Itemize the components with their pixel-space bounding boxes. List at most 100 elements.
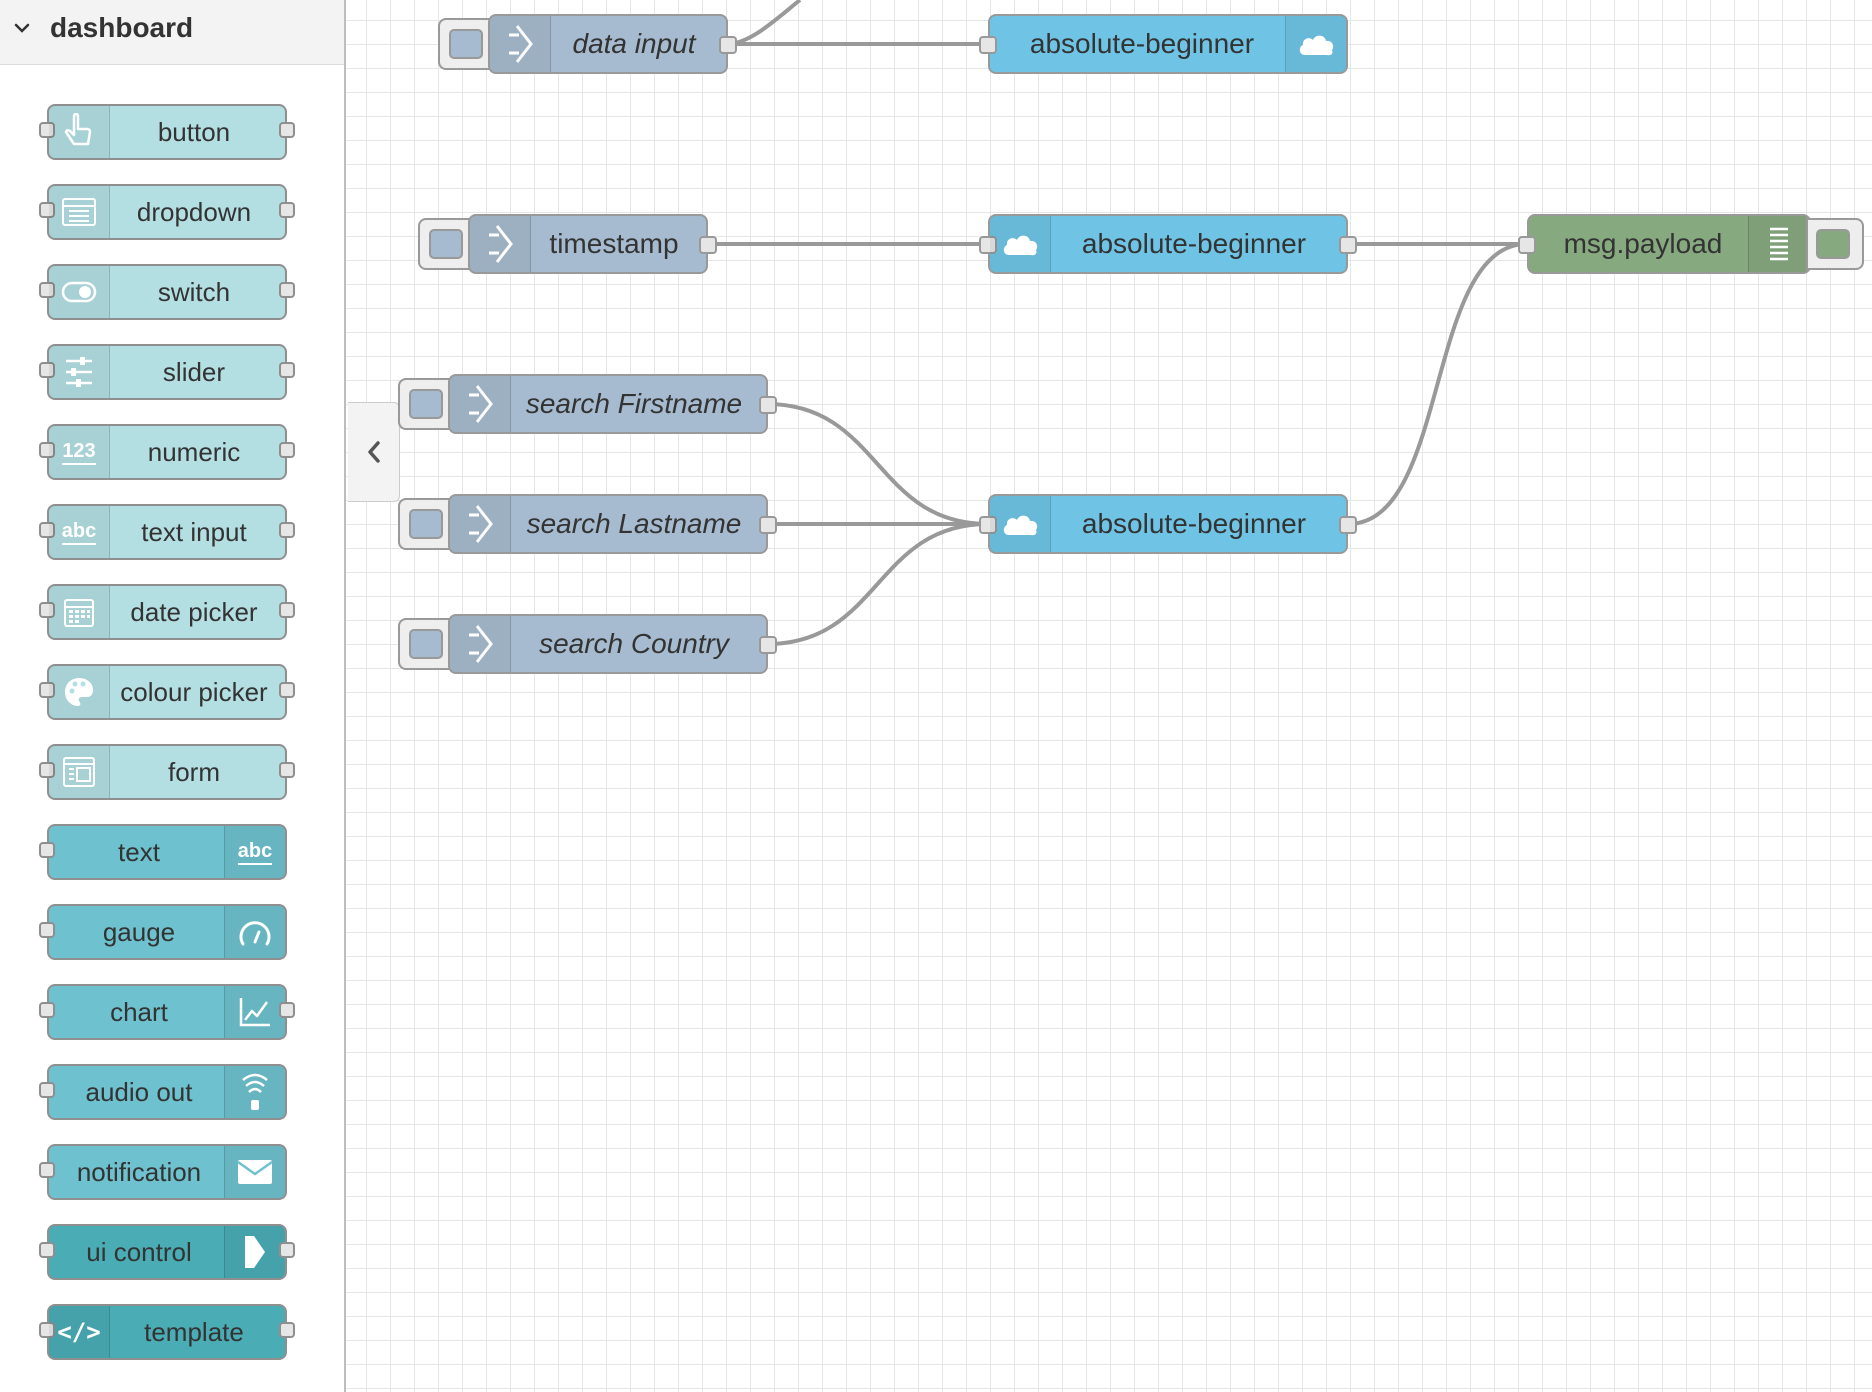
- text-abc-icon: abc: [224, 826, 285, 878]
- input-port[interactable]: [39, 362, 55, 378]
- output-port[interactable]: [279, 282, 295, 298]
- palette-node-form[interactable]: form: [39, 744, 295, 800]
- palette-node-label: form: [168, 757, 220, 787]
- flow-node-debug-msg-payload[interactable]: msg.payload: [1518, 214, 1811, 274]
- input-port[interactable]: [39, 1322, 55, 1338]
- input-port[interactable]: [39, 1242, 55, 1258]
- flow-node-label: absolute-beginner: [1081, 508, 1307, 539]
- output-port[interactable]: [279, 122, 295, 138]
- envelope-icon: [224, 1146, 285, 1198]
- output-port[interactable]: [279, 202, 295, 218]
- toggle-icon: [49, 266, 110, 318]
- input-port[interactable]: [39, 842, 55, 858]
- palette-node-chart[interactable]: chart: [39, 984, 295, 1040]
- output-port[interactable]: [279, 682, 295, 698]
- palette-node-text-input[interactable]: abc text input: [39, 504, 295, 560]
- palette-node-label: colour picker: [120, 677, 268, 707]
- flow-node-search-country[interactable]: search Country: [448, 614, 777, 674]
- inject-arrow-icon: [490, 16, 551, 72]
- output-port[interactable]: [279, 442, 295, 458]
- flow-node-search-lastname[interactable]: search Lastname: [448, 494, 777, 554]
- palette-node-date-picker[interactable]: date picker: [39, 584, 295, 640]
- palette-node-notification[interactable]: notification: [39, 1144, 287, 1200]
- output-port[interactable]: [279, 602, 295, 618]
- input-port[interactable]: [39, 1082, 55, 1098]
- palette-node-button[interactable]: button: [39, 104, 295, 160]
- palette-sidebar: dashboard button dropdown switch slider: [0, 0, 346, 1392]
- output-port[interactable]: [759, 516, 777, 534]
- input-port[interactable]: [979, 36, 997, 54]
- output-port[interactable]: [279, 522, 295, 538]
- debug-toggle-button[interactable]: [1806, 218, 1864, 270]
- flow-node-timestamp[interactable]: timestamp: [468, 214, 717, 274]
- input-port[interactable]: [39, 522, 55, 538]
- palette-icon: [49, 666, 110, 718]
- output-port[interactable]: [279, 362, 295, 378]
- palette-node-label: button: [157, 117, 231, 147]
- output-port[interactable]: [719, 36, 737, 54]
- input-port[interactable]: [39, 202, 55, 218]
- sliders-icon: [49, 346, 110, 398]
- palette-node-switch[interactable]: switch: [39, 264, 295, 320]
- output-port[interactable]: [279, 1002, 295, 1018]
- input-port[interactable]: [39, 122, 55, 138]
- flow-node-label: msg.payload: [1563, 228, 1723, 259]
- output-port[interactable]: [699, 236, 717, 254]
- flow-node-absolute-beginner-1[interactable]: absolute-beginner: [979, 14, 1348, 74]
- output-port[interactable]: [1339, 236, 1357, 254]
- output-port[interactable]: [279, 1242, 295, 1258]
- flow-node-absolute-beginner-3[interactable]: absolute-beginner: [979, 494, 1357, 554]
- palette-node-slider[interactable]: slider: [39, 344, 295, 400]
- palette-node-template[interactable]: </> template: [39, 1304, 295, 1360]
- input-port[interactable]: [979, 236, 997, 254]
- inject-arrow-icon: [450, 376, 511, 432]
- sidebar-collapse-toggle[interactable]: [348, 402, 400, 502]
- palette-node-ui-control[interactable]: ui control: [39, 1224, 295, 1280]
- calendar-icon: [49, 586, 110, 638]
- input-port[interactable]: [39, 762, 55, 778]
- input-port[interactable]: [979, 516, 997, 534]
- output-port[interactable]: [279, 762, 295, 778]
- palette-node-label: audio out: [85, 1077, 193, 1107]
- inject-arrow-icon: [470, 216, 531, 272]
- palette-node-label: chart: [110, 997, 168, 1027]
- icon-text: </>: [57, 1318, 101, 1346]
- flow-workspace[interactable]: [346, 0, 1872, 1392]
- audio-icon: [224, 1066, 285, 1118]
- palette-category-header[interactable]: dashboard: [0, 0, 344, 65]
- flow-node-absolute-beginner-2[interactable]: absolute-beginner: [979, 214, 1357, 274]
- palette-node-dropdown[interactable]: dropdown: [39, 184, 295, 240]
- output-port[interactable]: [279, 1322, 295, 1338]
- hand-pointer-icon: [49, 106, 110, 158]
- flow-node-label: timestamp: [549, 228, 679, 259]
- input-port[interactable]: [39, 922, 55, 938]
- palette-node-text[interactable]: text abc: [39, 824, 287, 880]
- output-port[interactable]: [759, 396, 777, 414]
- flow-node-label: absolute-beginner: [1029, 28, 1255, 59]
- output-port[interactable]: [759, 636, 777, 654]
- palette-node-gauge[interactable]: gauge: [39, 904, 287, 960]
- debug-toggle-square: [1816, 229, 1850, 259]
- inject-trigger-square: [409, 509, 443, 539]
- input-port[interactable]: [39, 602, 55, 618]
- input-port[interactable]: [39, 282, 55, 298]
- palette-node-label: text input: [141, 517, 247, 547]
- palette-node-label: gauge: [102, 917, 176, 947]
- numeric-123-icon: 123: [49, 426, 110, 478]
- flow-node-search-firstname[interactable]: search Firstname: [448, 374, 777, 434]
- palette-node-numeric[interactable]: 123 numeric: [39, 424, 295, 480]
- input-port[interactable]: [39, 442, 55, 458]
- inject-arrow-icon: [450, 496, 511, 552]
- input-port[interactable]: [39, 1162, 55, 1178]
- palette-node-label: numeric: [147, 437, 241, 467]
- palette-node-audio-out[interactable]: audio out: [39, 1064, 287, 1120]
- palette-node-colour-picker[interactable]: colour picker: [39, 664, 295, 720]
- flow-node-data-input[interactable]: data input: [488, 14, 737, 74]
- input-port[interactable]: [1518, 236, 1536, 254]
- input-port[interactable]: [39, 1002, 55, 1018]
- output-port[interactable]: [1339, 516, 1357, 534]
- chevron-down-icon: [14, 23, 30, 33]
- palette-node-label: template: [144, 1317, 244, 1347]
- input-port[interactable]: [39, 682, 55, 698]
- arrow-right-icon: [224, 1226, 285, 1278]
